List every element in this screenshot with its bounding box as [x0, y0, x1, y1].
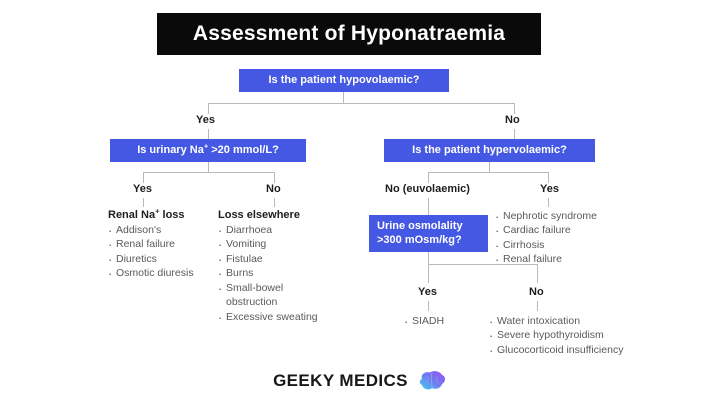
node-label-line1: Urine osmolality [377, 219, 463, 232]
list-item: Addison's [108, 222, 213, 241]
connector-urinary-no-to-leaf [274, 198, 275, 207]
connector-yes-to-urinary [208, 129, 209, 139]
node-label: Is urinary Na+ >20 mmol/L? [137, 140, 279, 156]
connector-osm-stem [428, 252, 429, 264]
connector-osm-right-drop [537, 264, 538, 283]
leaf-heading: Renal Na+ loss [108, 206, 185, 221]
connector-hyper-left-drop [428, 172, 429, 183]
leaf-heading: Loss elsewhere [218, 209, 300, 221]
list-item: Water intoxication [489, 313, 654, 332]
leaf-osmolality-yes: SIADH [404, 313, 484, 332]
brand-name: GEEKY MEDICS [273, 371, 408, 390]
branch-label-osm-yes: Yes [418, 286, 437, 298]
leaf-list: Diarrhoea Vomiting Fistulae Burns Small-… [218, 222, 328, 328]
connector-urinary-yes-to-leaf [143, 198, 144, 207]
list-item: Osmotic diuresis [108, 265, 213, 284]
branch-label-urinary-no: No [266, 183, 281, 195]
node-label-line2: >300 mOsm/kg? [377, 233, 462, 246]
page-title: Assessment of Hyponatraemia [157, 13, 541, 55]
connector-urinary-bracket [143, 172, 274, 173]
connector-hyper-yes-to-leaf [548, 198, 549, 207]
branch-label-hyper-no: No (euvolaemic) [385, 183, 470, 195]
list-item: Diuretics [108, 251, 213, 270]
branch-label-root-no: No [505, 114, 520, 126]
leaf-renal-na-loss: Renal Na+ loss Addison's Renal failure D… [108, 206, 213, 284]
leaf-list: SIADH [404, 313, 484, 332]
node-is-urinary-na-above-20[interactable]: Is urinary Na+ >20 mmol/L? [110, 139, 306, 162]
connector-hyper-no-to-osm [428, 198, 429, 215]
page-title-text: Assessment of Hyponatraemia [192, 22, 506, 45]
list-item: Renal failure [108, 236, 213, 255]
branch-label-hyper-yes: Yes [540, 183, 559, 195]
list-item: Burns [218, 265, 328, 284]
connector-osm-no-to-leaf [537, 301, 538, 311]
branch-label-osm-no: No [529, 286, 544, 298]
branch-label-root-yes: Yes [196, 114, 215, 126]
connector-hyper-bracket [428, 172, 548, 173]
leaf-osmolality-no: Water intoxication Severe hypothyroidism… [489, 313, 654, 361]
list-item: Nephrotic syndrome [495, 208, 620, 227]
node-is-patient-hypervolaemic[interactable]: Is the patient hypervolaemic? [384, 139, 595, 162]
node-label: Is the patient hypovolaemic? [268, 73, 420, 86]
connector-osm-bracket [428, 264, 537, 265]
list-item: Diarrhoea [218, 222, 328, 241]
connector-osm-left-drop [428, 264, 429, 283]
leaf-list: Addison's Renal failure Diuretics Osmoti… [108, 222, 213, 284]
leaf-loss-elsewhere: Loss elsewhere Diarrhoea Vomiting Fistul… [218, 209, 328, 328]
connector-urinary-stem [208, 162, 209, 172]
node-label: Is the patient hypervolaemic? [412, 143, 567, 156]
list-item: Glucocorticoid insufficiency [489, 342, 654, 361]
list-item: Fistulae [218, 251, 328, 270]
node-urine-osmolality[interactable]: Urine osmolality >300 mOsm/kg? [369, 215, 488, 252]
connector-osm-yes-to-leaf [428, 301, 429, 311]
connector-hyper-stem [489, 162, 490, 172]
connector-urinary-left-drop [143, 172, 144, 183]
list-item: Cirrhosis [495, 237, 620, 256]
connector-root-right-drop [514, 103, 515, 114]
list-item: SIADH [404, 313, 484, 332]
connector-root-left-drop [208, 103, 209, 114]
list-item: Severe hypothyroidism [489, 327, 654, 346]
brain-icon [419, 371, 445, 390]
connector-root-stem [343, 92, 344, 103]
node-label: Urine osmolality >300 mOsm/kg? [377, 220, 463, 248]
leaf-hypervolaemic-causes: Nephrotic syndrome Cardiac failure Cirrh… [495, 208, 620, 270]
list-item: Cardiac failure [495, 222, 620, 241]
list-item: Renal failure [495, 251, 620, 270]
connector-hyper-right-drop [548, 172, 549, 183]
footer-brand: GEEKY MEDICS [0, 370, 720, 392]
list-item: Excessive sweating [218, 309, 328, 328]
connector-urinary-right-drop [274, 172, 275, 183]
list-item: Small-bowel obstruction [218, 280, 328, 310]
leaf-list: Nephrotic syndrome Cardiac failure Cirrh… [495, 208, 620, 270]
connector-root-bracket [208, 103, 514, 104]
branch-label-urinary-yes: Yes [133, 183, 152, 195]
list-item: Vomiting [218, 236, 328, 255]
leaf-list: Water intoxication Severe hypothyroidism… [489, 313, 654, 361]
connector-no-to-hypervolaemic [514, 129, 515, 139]
node-is-patient-hypovolaemic[interactable]: Is the patient hypovolaemic? [239, 69, 449, 92]
